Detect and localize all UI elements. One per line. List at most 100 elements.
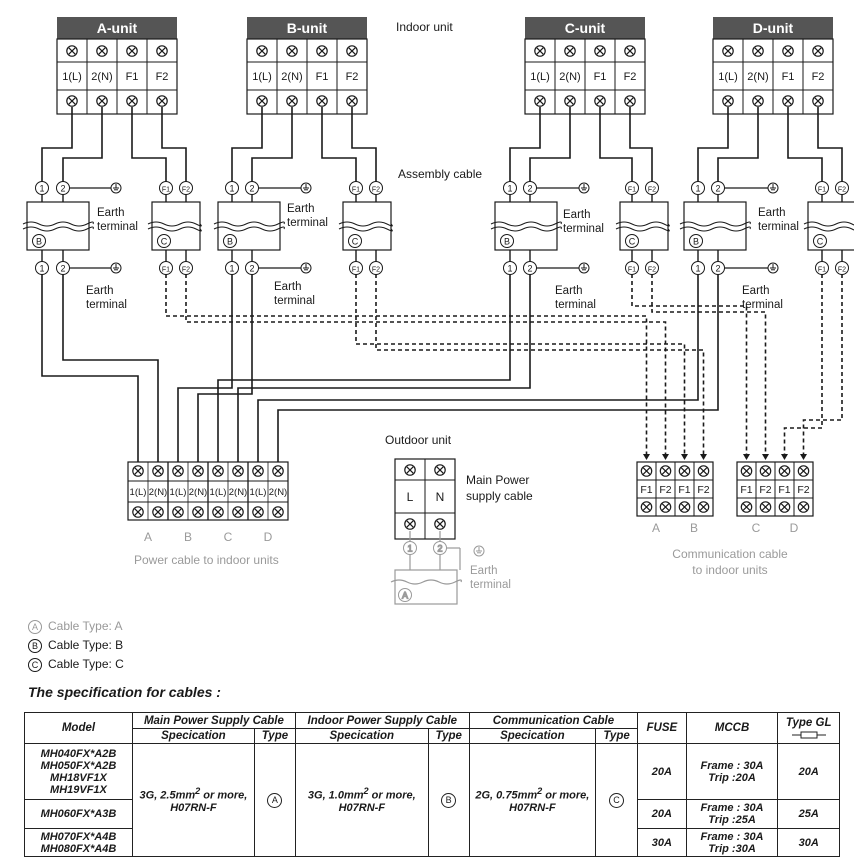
svg-text:F2: F2 <box>838 267 846 274</box>
indoor-unit-label: Indoor unit <box>396 20 453 34</box>
comm-wire-7 <box>802 274 843 454</box>
comm-group-label: B <box>690 521 698 535</box>
wire-1-marker: 1 <box>691 261 705 275</box>
wire-f2-marker: F2 <box>179 181 193 195</box>
terminal-screw-icon <box>346 95 358 107</box>
cable-cut-mark <box>803 221 854 227</box>
terminal-screw-icon <box>697 501 710 513</box>
cable-cut-mark <box>679 221 751 227</box>
header-communication: Communication Cable <box>468 712 639 729</box>
terminal-label: 2(N) <box>747 71 768 83</box>
power-wire-2 <box>62 107 103 182</box>
cable-cut-mark <box>147 221 202 227</box>
wire-1-marker: 1 <box>503 261 517 275</box>
header-main-power: Main Power Supply Cable <box>131 712 296 729</box>
assembly-cable-label: Assembly cable <box>398 167 482 181</box>
power-wire-1 <box>509 107 541 182</box>
svg-text:C: C <box>817 237 824 247</box>
comm-wire-4 <box>631 274 748 454</box>
earth-icon <box>300 262 312 274</box>
terminal-screw-icon <box>66 45 78 57</box>
comm-wire-f2 <box>817 107 843 182</box>
unit-header <box>525 17 645 39</box>
svg-text:F2: F2 <box>182 187 190 194</box>
earth-icon <box>767 182 779 194</box>
indoor-power-spec: 3G, 1.0mm2 or more, H07RN-F <box>294 743 429 857</box>
gl-cell: 25A <box>777 799 840 829</box>
wire-f1-marker: F1 <box>159 261 173 275</box>
svg-text:F1: F1 <box>162 187 170 194</box>
power-wire-b2 <box>197 274 253 466</box>
power-wire-a2 <box>62 274 159 466</box>
wire-1-marker: 1 <box>691 181 705 195</box>
svg-text:F1: F1 <box>352 187 360 194</box>
terminal-screw-icon <box>722 45 734 57</box>
terminal-screw-icon <box>624 45 636 57</box>
svg-text:A: A <box>402 591 408 601</box>
svg-text:1: 1 <box>507 184 512 194</box>
cable-type-c-marker: C <box>348 234 362 248</box>
power-wire-c1 <box>217 274 511 466</box>
power-wire-2 <box>529 107 571 182</box>
comm-wire-f1 <box>321 107 357 182</box>
arrow-icon <box>700 454 707 460</box>
terminal-screw-icon <box>232 465 244 477</box>
power-terminal-label: 1(L) <box>250 487 267 498</box>
terminal-label: 2(N) <box>281 71 302 83</box>
fuse-cell: 20A <box>637 799 687 829</box>
outdoor-unit-label: Outdoor unit <box>385 433 452 447</box>
svg-text:F1: F1 <box>818 267 826 274</box>
comm-terminal-label: F1 <box>778 484 790 496</box>
header-fuse: FUSE <box>637 712 687 744</box>
terminal-screw-icon <box>782 45 794 57</box>
terminal-screw-icon <box>316 95 328 107</box>
terminal-screw-icon <box>252 506 264 518</box>
power-terminal-label: 2(N) <box>189 487 207 498</box>
svg-text:2: 2 <box>715 264 720 274</box>
arrow-icon <box>681 454 688 460</box>
svg-text:F1: F1 <box>352 267 360 274</box>
wire-2-marker: 2 <box>56 181 70 195</box>
wire-2-marker: 2 <box>711 261 725 275</box>
models-row-2: MH060FX*A3B <box>24 799 133 829</box>
svg-text:B: B <box>227 237 233 247</box>
cable-spec-table: Model Main Power Supply Cable Indoor Pow… <box>24 712 840 857</box>
power-wire-1 <box>231 107 263 182</box>
wire-1-marker: 1 <box>503 181 517 195</box>
power-terminal-label: 2(N) <box>229 487 247 498</box>
wire-1-marker: 1 <box>35 181 49 195</box>
cable-type-b-marker: B <box>223 234 237 248</box>
cable-type-b-marker: B <box>689 234 703 248</box>
wire-f1-marker: F1 <box>625 261 639 275</box>
wire-2-marker: 2 <box>523 261 537 275</box>
terminal-screw-icon <box>66 95 78 107</box>
wire-f1-marker: F1 <box>815 261 829 275</box>
cable-type-b-marker: B <box>500 234 514 248</box>
cable-cut-mark <box>213 226 285 232</box>
wire-2-marker: 2 <box>711 181 725 195</box>
terminal-screw-icon <box>778 501 791 513</box>
comm-group-label: D <box>790 521 799 535</box>
wire-f1-marker: F1 <box>159 181 173 195</box>
terminal-screw-icon <box>96 45 108 57</box>
power-wire-2 <box>717 107 759 182</box>
arrow-icon <box>800 454 807 460</box>
power-wire-2 <box>251 107 293 182</box>
comm-wire-f1 <box>131 107 167 182</box>
wire-2-marker: 2 <box>523 181 537 195</box>
terminal-screw-icon <box>132 465 144 477</box>
model-cell: MH060FX*A3B <box>40 808 117 820</box>
terminal-screw-icon <box>126 45 138 57</box>
